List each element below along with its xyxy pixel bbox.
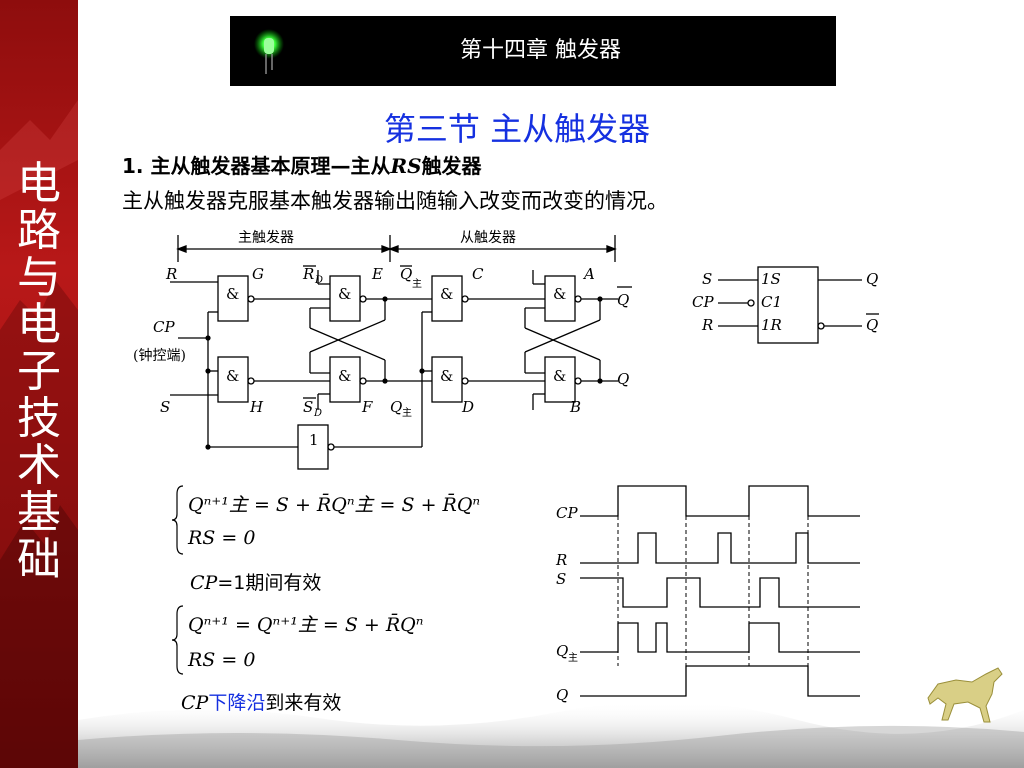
condition-2-falling-edge: 下降沿 bbox=[208, 692, 266, 714]
symbol-q: Q bbox=[866, 270, 878, 288]
condition-2-cp: CP bbox=[181, 692, 209, 714]
gate-and: & bbox=[226, 367, 239, 385]
symbol-1r: 1R bbox=[761, 316, 782, 334]
gate-not: 1 bbox=[309, 431, 319, 449]
equation-1-line-2: RS = 0 bbox=[188, 527, 256, 549]
symbol-r: R bbox=[701, 316, 713, 334]
clock-end-label: (钟控端) bbox=[133, 347, 186, 364]
pin-q-master-bar: Q bbox=[400, 265, 412, 283]
course-title-char: 电 bbox=[17, 158, 61, 209]
condition-1-cp: CP bbox=[190, 572, 218, 594]
slave-label: 从触发器 bbox=[460, 230, 516, 246]
gate-and: & bbox=[440, 367, 453, 385]
equation-1-line-1: Qⁿ⁺¹主 = S + R̄Qⁿ主 = S + R̄Qⁿ bbox=[188, 494, 481, 516]
pin-rd: R bbox=[302, 265, 314, 283]
pin-q: Q bbox=[617, 370, 629, 388]
course-title-char: 路 bbox=[17, 205, 61, 256]
pin-sd-sub: D bbox=[313, 408, 322, 419]
timing-s: S bbox=[556, 570, 566, 588]
symbol-s: S bbox=[702, 270, 712, 288]
pin-cp: CP bbox=[153, 318, 175, 336]
symbol-q-bar: Q bbox=[866, 316, 878, 334]
heading-text: 主从触发器基本原理—主从 bbox=[150, 154, 391, 178]
gate-and: & bbox=[226, 285, 239, 303]
content-heading: 1. 主从触发器基本原理—主从RS触发器 bbox=[122, 150, 482, 179]
pin-e: E bbox=[371, 265, 383, 283]
symbol-1s: 1S bbox=[761, 270, 781, 288]
course-title-char: 础 bbox=[17, 534, 61, 585]
pin-a: A bbox=[582, 265, 595, 283]
condition-1: CP=1期间有效 bbox=[190, 568, 321, 595]
description: 主从触发器克服基本触发器输出随输入改变而改变的情况。 bbox=[122, 189, 668, 213]
pin-f: F bbox=[361, 398, 373, 416]
gate-and: & bbox=[553, 367, 566, 385]
pin-r: R bbox=[165, 265, 177, 283]
condition-2-text: 到来有效 bbox=[265, 692, 342, 714]
equation-2-line-2: RS = 0 bbox=[188, 649, 256, 671]
timing-r: R bbox=[555, 551, 567, 569]
condition-2: CP下降沿到来有效 bbox=[181, 688, 341, 715]
gate-and: & bbox=[338, 285, 351, 303]
heading-number: 1. bbox=[122, 154, 144, 178]
pin-h: H bbox=[249, 398, 264, 416]
pin-q-bar: Q bbox=[617, 291, 629, 309]
symbol-c1: C1 bbox=[761, 293, 782, 311]
footer-decoration bbox=[78, 667, 1024, 768]
chapter-banner: 第十四章 触发器 bbox=[230, 16, 836, 86]
pin-rd-sub: D bbox=[314, 275, 323, 286]
course-title-char: 技 bbox=[17, 393, 61, 444]
sidebar: 电 路 与 电 子 技 术 基 础 bbox=[0, 0, 78, 768]
pin-sd: S bbox=[303, 398, 313, 416]
heading-suffix: 触发器 bbox=[421, 154, 482, 178]
condition-1-text: =1期间有效 bbox=[217, 572, 322, 594]
pin-c: C bbox=[472, 265, 484, 283]
course-title-char: 电 bbox=[17, 299, 61, 350]
course-title-char: 术 bbox=[17, 440, 61, 491]
course-title-char: 与 bbox=[17, 252, 61, 303]
horse-logo-icon bbox=[927, 667, 1003, 723]
pin-q-master: Q bbox=[390, 398, 402, 416]
course-title-char: 子 bbox=[17, 346, 61, 397]
equation-2-line-1: Qⁿ⁺¹ = Qⁿ⁺¹主 = S + R̄Qⁿ bbox=[188, 614, 424, 636]
pin-q-master-sub: 主 bbox=[412, 278, 422, 290]
symbol-cp: CP bbox=[692, 293, 714, 311]
pin-q-master-sub: 主 bbox=[402, 407, 412, 419]
green-led-icon bbox=[254, 29, 284, 74]
gate-and: & bbox=[553, 285, 566, 303]
course-title: 电 路 与 电 子 技 术 基 础 bbox=[8, 160, 70, 583]
pin-b: B bbox=[569, 398, 581, 416]
pin-g: G bbox=[252, 265, 264, 283]
timing-q-master: Q bbox=[556, 642, 568, 660]
section-title: 第三节 主从触发器 bbox=[383, 110, 651, 148]
rs-flipflop-symbol bbox=[718, 266, 879, 344]
gate-and: & bbox=[440, 285, 453, 303]
master-label: 主触发器 bbox=[238, 230, 294, 246]
timing-cp: CP bbox=[556, 504, 578, 522]
pin-s: S bbox=[160, 398, 170, 416]
course-title-char: 基 bbox=[17, 487, 61, 538]
mountain-ink-decoration bbox=[0, 100, 78, 768]
gate-and: & bbox=[338, 367, 351, 385]
heading-rs: RS bbox=[390, 154, 422, 178]
chapter-title: 第十四章 触发器 bbox=[460, 38, 621, 63]
pin-d: D bbox=[461, 398, 474, 416]
